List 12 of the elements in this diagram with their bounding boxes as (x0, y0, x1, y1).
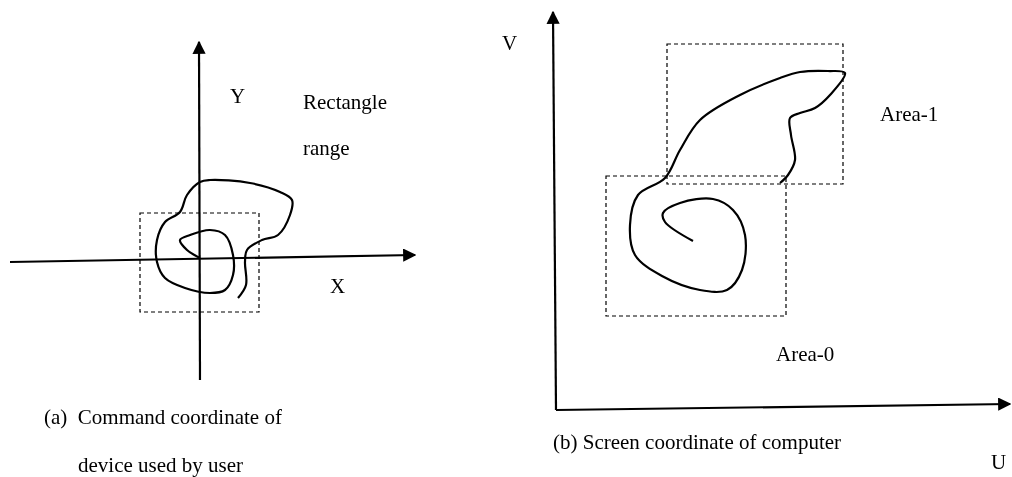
figure-caption: (b) Screen coordinate of computer (553, 432, 843, 453)
dashed-rectangle (666, 43, 844, 185)
area-label: Rectangle range (303, 89, 388, 163)
axis-label: X (330, 276, 347, 297)
area-label: Area-1 (880, 104, 940, 125)
figure-caption: (a) Command coordinate of device used by user (44, 404, 283, 477)
dashed-rectangle (605, 175, 787, 317)
area-label: Area-0 (776, 344, 836, 365)
axis-label: V (502, 33, 519, 54)
dashed-rectangle (139, 212, 260, 313)
axis-label: Y (230, 86, 247, 107)
axis-label: U (991, 452, 1008, 473)
